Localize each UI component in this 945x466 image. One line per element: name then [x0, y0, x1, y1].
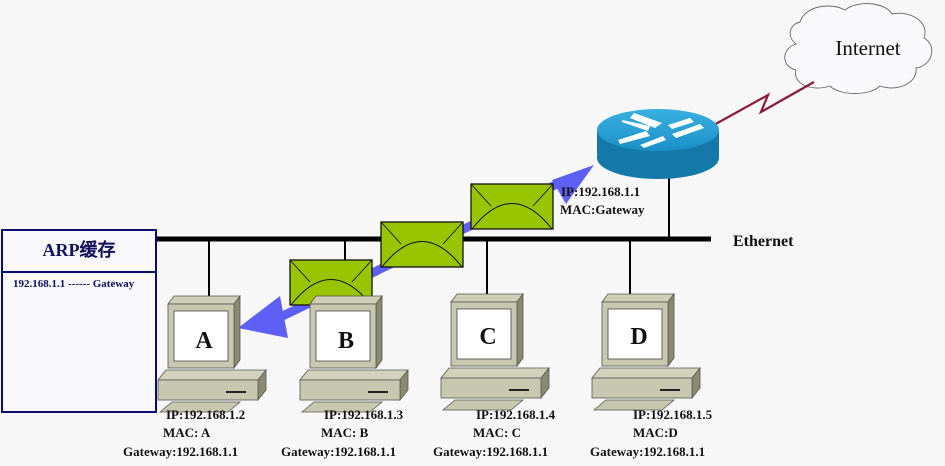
wan-link	[711, 81, 815, 127]
host-c-name: C	[479, 324, 496, 350]
host-d-ip: IP:192.168.1.5	[633, 407, 713, 422]
host-d-mac: MAC:D	[633, 425, 678, 440]
arp-cache-panel: ARP缓存 192.168.1.1 ------ Gateway	[1, 229, 157, 413]
router-mac: MAC:Gateway	[560, 202, 645, 217]
host-a-gateway: Gateway:192.168.1.1	[123, 444, 238, 459]
internet-cloud-icon	[784, 3, 933, 94]
host-c-gateway: Gateway:192.168.1.1	[433, 444, 548, 459]
host-b-name: B	[338, 328, 354, 354]
host-c-mac: MAC: C	[473, 425, 521, 440]
host-b-gateway: Gateway:192.168.1.1	[281, 444, 396, 459]
host-d-name: D	[630, 324, 647, 350]
envelope-icon	[470, 183, 554, 230]
router-ip: IP:192.168.1.1	[561, 184, 640, 199]
arp-cache-title: ARP缓存	[3, 231, 155, 273]
host-b-computer-icon	[299, 295, 409, 413]
host-d-gateway: Gateway:192.168.1.1	[590, 444, 705, 459]
router-icon	[597, 109, 719, 179]
host-d-computer-icon	[591, 293, 701, 411]
host-b-mac: MAC: B	[321, 425, 369, 440]
host-a-name: A	[195, 328, 213, 354]
ethernet-label: Ethernet	[733, 233, 794, 250]
host-c-computer-icon	[440, 293, 550, 411]
host-c-ip: IP:192.168.1.4	[476, 407, 556, 422]
envelope-icon	[380, 221, 464, 268]
host-b-ip: IP:192.168.1.3	[324, 407, 404, 422]
host-a-mac: MAC: A	[163, 425, 211, 440]
host-a-ip: IP:192.168.1.2	[166, 407, 245, 422]
internet-label: Internet	[835, 36, 900, 60]
arp-cache-entry: 192.168.1.1 ------ Gateway	[13, 278, 135, 290]
host-a-computer-icon	[157, 295, 267, 413]
